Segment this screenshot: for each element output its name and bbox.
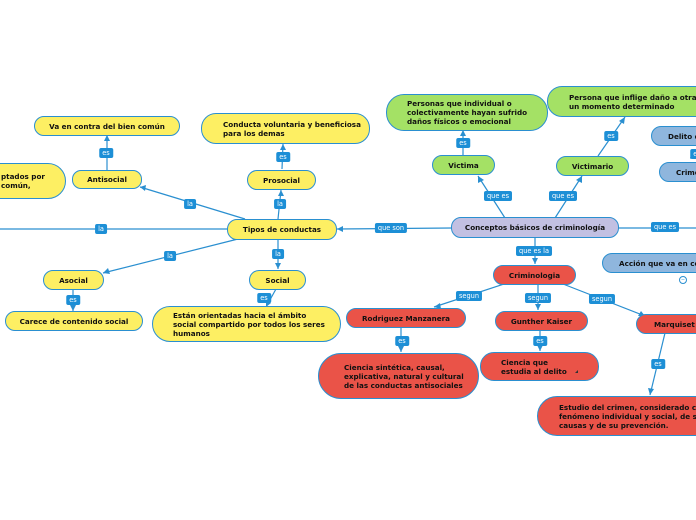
label-que-son: que son [374, 223, 408, 233]
label-es-social: es [257, 293, 271, 303]
delito-partial-node[interactable]: Delito d [651, 126, 696, 146]
label-segun-marquiset: segun [588, 294, 616, 304]
criminologia-text: Criminologia [508, 270, 561, 280]
antisocial-definition-text: Va en contra del bien común [49, 121, 165, 131]
prosocial-text: Prosocial [262, 175, 300, 185]
tipos-conductas-text: Tipos de conductas [242, 225, 322, 234]
victima-definition-text: Personas que individual o colectivamente… [407, 99, 528, 126]
criminologia-node[interactable]: Criminologia [493, 265, 576, 285]
label-es-victimario: es [604, 131, 618, 141]
victimario-text: Victimario [571, 161, 614, 171]
asocial-definition-text: Carece de contenido social [19, 316, 129, 326]
prosocial-definition-node[interactable]: Conducta voluntaria y beneficiosa para l… [201, 113, 370, 144]
label-que-es-la: que es la [516, 246, 552, 256]
victimario-definition-node[interactable]: Persona que inflige daño a otra en un mo… [547, 86, 696, 117]
label-es-victima: es [456, 138, 470, 148]
label-es-prosocial: es [276, 152, 290, 162]
antisocial-definition-node[interactable]: Va en contra del bien común [34, 116, 180, 136]
rodriguez-definition-node[interactable]: Ciencia sintética, causal, explicativa, … [318, 353, 479, 399]
victima-text: Victima [448, 160, 479, 170]
victima-node[interactable]: Victima [432, 155, 495, 175]
label-que-es-right: que es [650, 222, 680, 232]
label-la-antisocial: la [184, 199, 196, 209]
marquiset-definition-node[interactable]: Estudio del crimen, considerado co fenóm… [537, 396, 696, 436]
label-que-es-victimario: que es [548, 191, 578, 201]
crimen-partial-text: Crime [676, 167, 696, 177]
label-es-antisocial: es [99, 148, 113, 158]
antisocial-node[interactable]: Antisocial [72, 170, 142, 189]
label-que-es-victima: que es [483, 191, 513, 201]
partial-left-text: ptados por común, [1, 172, 45, 190]
label-la-prosocial: la [274, 199, 286, 209]
center-topic-text: Conceptos básicos de criminología [464, 223, 606, 232]
social-definition-text: Están orientadas hacia el ámbito social … [173, 310, 325, 338]
label-segun-gunther: segun [524, 293, 552, 303]
center-topic-node[interactable]: Conceptos básicos de criminología [451, 217, 619, 238]
victimario-node[interactable]: Victimario [556, 156, 629, 176]
collapse-toggle-icon[interactable]: − [679, 276, 687, 284]
gunther-node[interactable]: Gunther Kaiser [495, 311, 588, 331]
marquiset-node[interactable]: Marquiset [636, 314, 696, 334]
accion-partial-text: Acción que va en co [619, 258, 696, 268]
label-es-right: es [690, 149, 696, 159]
label-es-gunther: es [533, 336, 547, 346]
social-node[interactable]: Social [249, 270, 306, 290]
rodriguez-definition-text: Ciencia sintética, causal, explicativa, … [344, 362, 464, 390]
crimen-partial-node[interactable]: Crime [659, 162, 696, 182]
accion-partial-node[interactable]: Acción que va en co [602, 253, 696, 273]
antisocial-text: Antisocial [87, 175, 127, 184]
gunther-definition-node[interactable]: Ciencia que estudia al delito [480, 352, 599, 381]
label-segun-rodriguez: segun [455, 291, 483, 301]
delito-partial-text: Delito d [668, 131, 696, 141]
marquiset-text: Marquiset [654, 319, 695, 329]
asocial-text: Asocial [59, 275, 88, 285]
victima-definition-node[interactable]: Personas que individual o colectivamente… [386, 94, 548, 131]
partial-left-node[interactable]: ptados por común, [0, 163, 66, 199]
asocial-definition-node[interactable]: Carece de contenido social [5, 311, 143, 331]
prosocial-node[interactable]: Prosocial [247, 170, 316, 190]
rodriguez-node[interactable]: Rodriguez Manzanera [346, 308, 466, 328]
tipos-conductas-node[interactable]: Tipos de conductas [227, 219, 337, 240]
label-la-left: la [95, 224, 107, 234]
label-es-marquiset: es [651, 359, 665, 369]
rodriguez-text: Rodriguez Manzanera [362, 313, 450, 323]
label-la-social: la [272, 249, 284, 259]
gunther-definition-text: Ciencia que estudia al delito [501, 357, 567, 376]
victimario-definition-text: Persona que inflige daño a otra en un mo… [569, 92, 696, 111]
prosocial-definition-text: Conducta voluntaria y beneficiosa para l… [223, 119, 361, 138]
label-es-asocial: es [66, 295, 80, 305]
label-es-rodriguez: es [395, 336, 409, 346]
social-definition-node[interactable]: Están orientadas hacia el ámbito social … [152, 306, 341, 342]
gunther-text: Gunther Kaiser [510, 316, 573, 326]
label-la-asocial: la [164, 251, 176, 261]
social-text: Social [265, 275, 290, 285]
asocial-node[interactable]: Asocial [43, 270, 104, 290]
marquiset-definition-text: Estudio del crimen, considerado co fenóm… [559, 402, 696, 430]
note-marker-icon [575, 370, 578, 373]
